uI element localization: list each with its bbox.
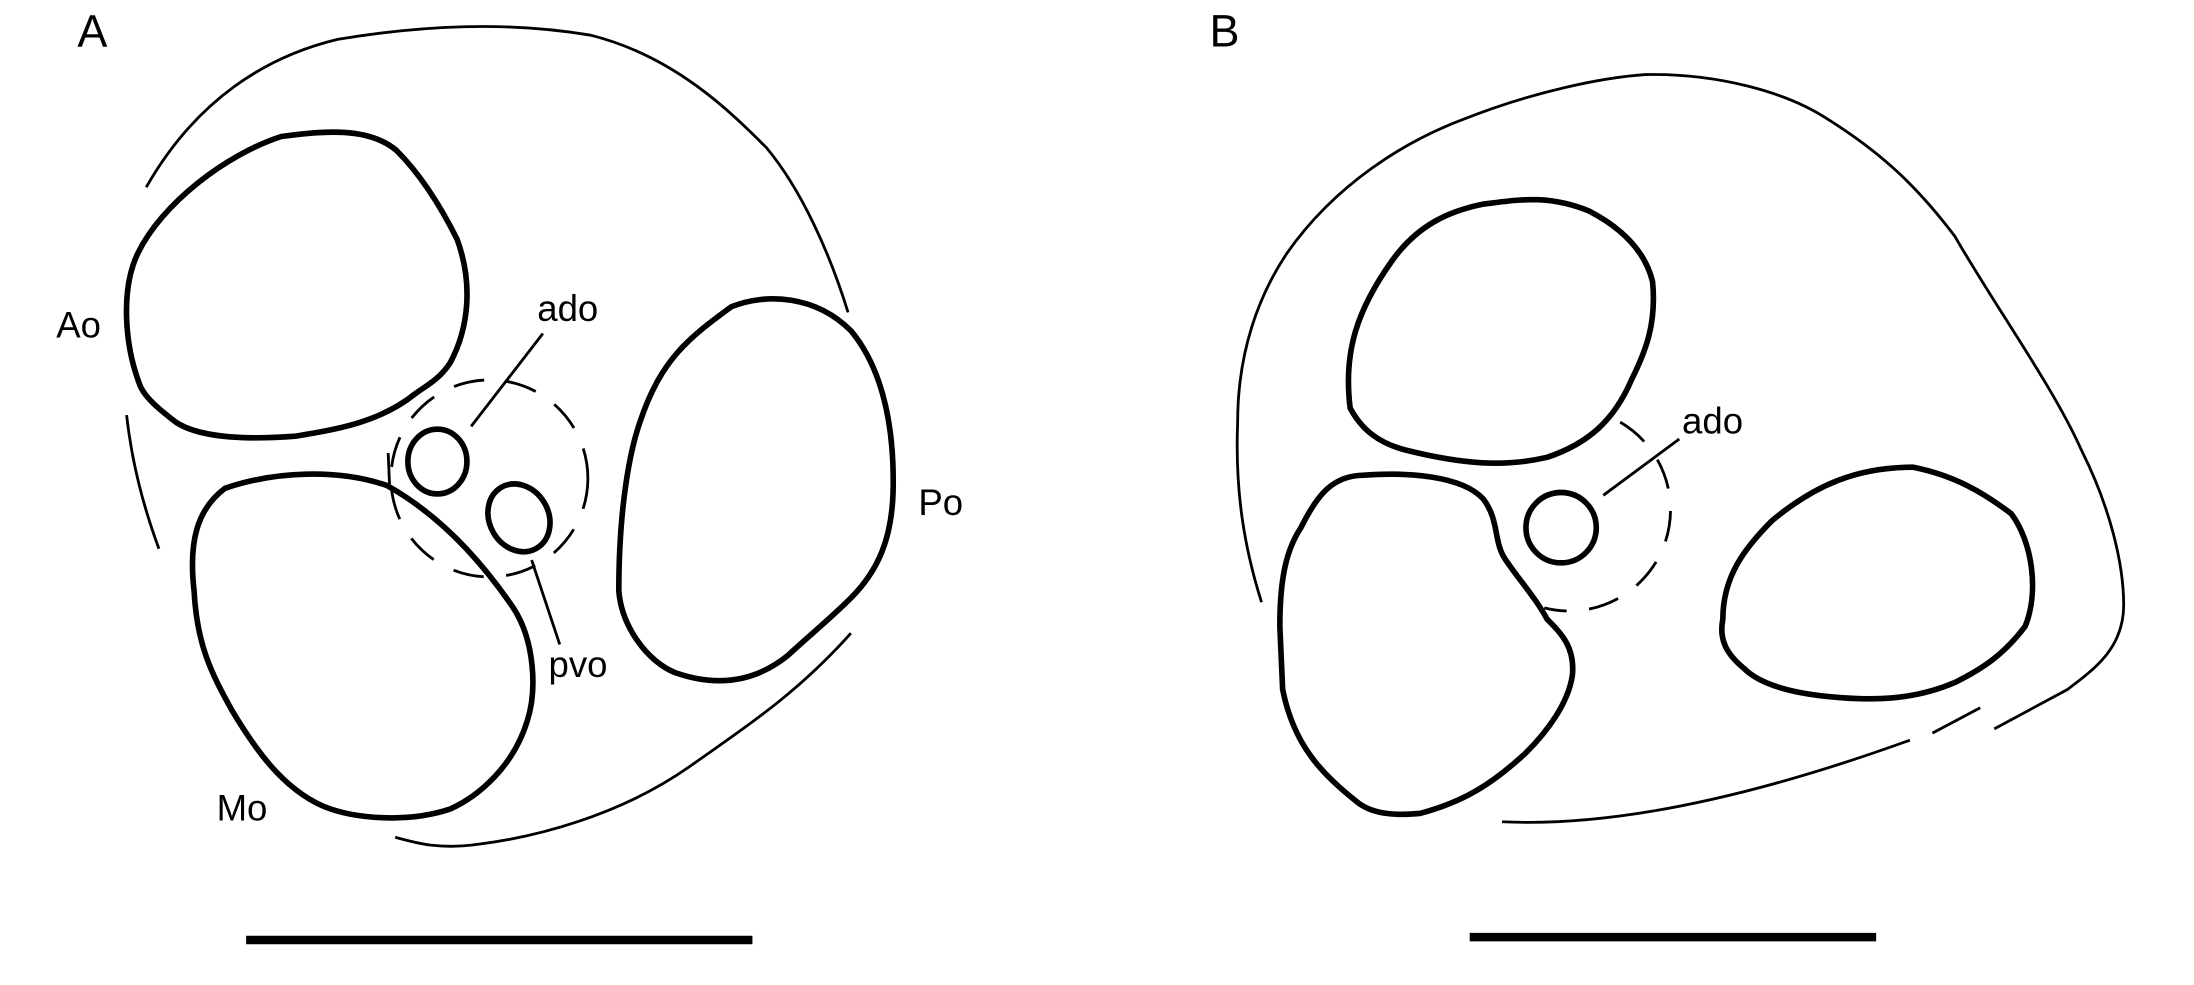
outer-wall-left-a xyxy=(125,414,161,550)
outer-wall-bottom-b xyxy=(1501,738,1911,824)
right-orifice-b xyxy=(1719,464,2036,702)
upper-orifice-b xyxy=(1345,196,1657,466)
lower-left-orifice-b xyxy=(1277,471,1576,818)
panel-a: A Ao ado Po pvo Mo xyxy=(56,5,963,945)
label-ado-b: ado xyxy=(1682,400,1743,441)
label-ado-a: ado xyxy=(537,288,598,329)
pulmonary-valve-orifice xyxy=(485,481,553,555)
pvo-leader xyxy=(530,559,562,645)
outer-wall-dash-b xyxy=(1931,706,1981,735)
label-pvo: pvo xyxy=(549,644,608,685)
ado-leader-a xyxy=(470,332,544,428)
aortic-orifice-ao xyxy=(123,129,470,441)
pulmonary-orifice-po xyxy=(616,296,897,684)
tick-mark xyxy=(386,453,391,486)
ado-leader-b xyxy=(1602,437,1681,497)
panel-b: B ado xyxy=(1210,5,2126,942)
panel-b-letter: B xyxy=(1210,5,1240,56)
panel-a-letter: A xyxy=(77,5,107,56)
outer-wall-top-a xyxy=(145,25,850,313)
accessory-duct-orifice-b xyxy=(1523,489,1600,566)
mitral-orifice-mo xyxy=(189,471,536,821)
label-ao: Ao xyxy=(56,305,101,346)
label-mo: Mo xyxy=(217,787,268,828)
outer-wall-b xyxy=(1235,73,2126,731)
accessory-duct-orifice-a xyxy=(405,426,470,497)
dashed-outline-a xyxy=(389,378,590,579)
outer-wall-bottom-a xyxy=(394,632,852,848)
label-po: Po xyxy=(918,482,963,523)
